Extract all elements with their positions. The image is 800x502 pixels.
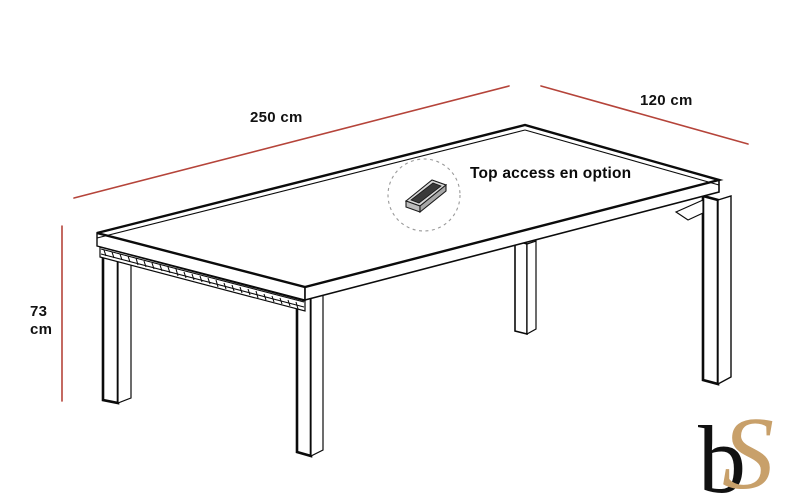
dimension-label-height-value: 73 bbox=[30, 303, 47, 320]
dimension-line-depth bbox=[540, 85, 749, 145]
brand-logo: b S bbox=[698, 396, 774, 502]
table-leg-back-left bbox=[101, 239, 132, 405]
dimension-label-height-unit: cm bbox=[30, 321, 52, 338]
dimension-label-depth: 120 cm bbox=[640, 92, 693, 109]
table-leg-front-left bbox=[295, 288, 324, 458]
dimension-lines bbox=[61, 85, 749, 402]
logo-letter-secondary: S bbox=[722, 396, 774, 502]
table-assembly bbox=[96, 123, 732, 458]
top-access-callout: Top access en option bbox=[387, 158, 631, 232]
table-leg-right bbox=[674, 194, 732, 386]
dimension-line-length bbox=[73, 85, 510, 199]
callout-label: Top access en option bbox=[470, 165, 631, 182]
callout-circle bbox=[387, 158, 461, 232]
cable-tray-perforation bbox=[100, 248, 305, 310]
table-leg-back-middle bbox=[514, 238, 537, 336]
logo-letter-primary: b bbox=[698, 406, 746, 502]
table-top-thickness-lines bbox=[96, 129, 720, 239]
cable-access-module-icon bbox=[404, 179, 448, 214]
dimension-label-length: 250 cm bbox=[250, 109, 303, 126]
